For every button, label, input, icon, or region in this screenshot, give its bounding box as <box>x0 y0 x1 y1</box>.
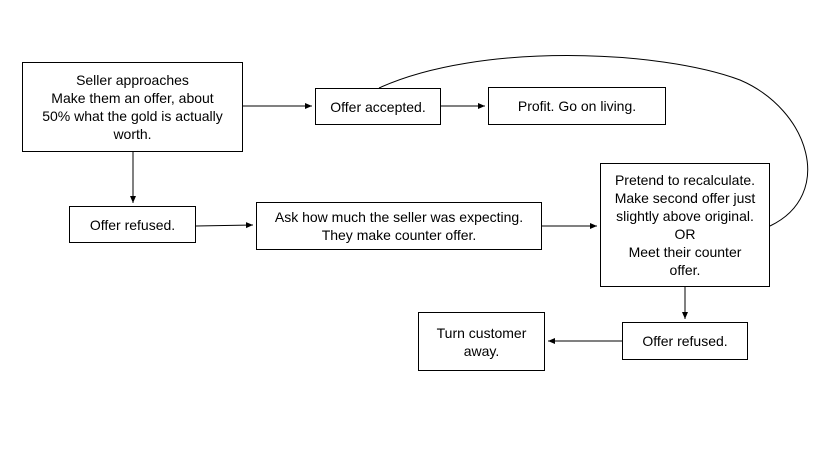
node-seller-approaches: Seller approaches Make them an offer, ab… <box>22 62 243 152</box>
node-turn-away: Turn customer away. <box>418 312 545 371</box>
node-recalculate: Pretend to recalculate. Make second offe… <box>600 163 770 287</box>
node-offer-refused-first: Offer refused. <box>69 206 196 243</box>
node-profit: Profit. Go on living. <box>488 87 666 125</box>
node-ask-expectation: Ask how much the seller was expecting. T… <box>256 202 542 250</box>
node-offer-refused-second: Offer refused. <box>622 322 748 360</box>
arrow-offer-refused-to-ask <box>195 222 254 229</box>
node-offer-accepted: Offer accepted. <box>315 88 441 125</box>
arrow-recalculate-to-offer-accepted <box>378 55 809 227</box>
